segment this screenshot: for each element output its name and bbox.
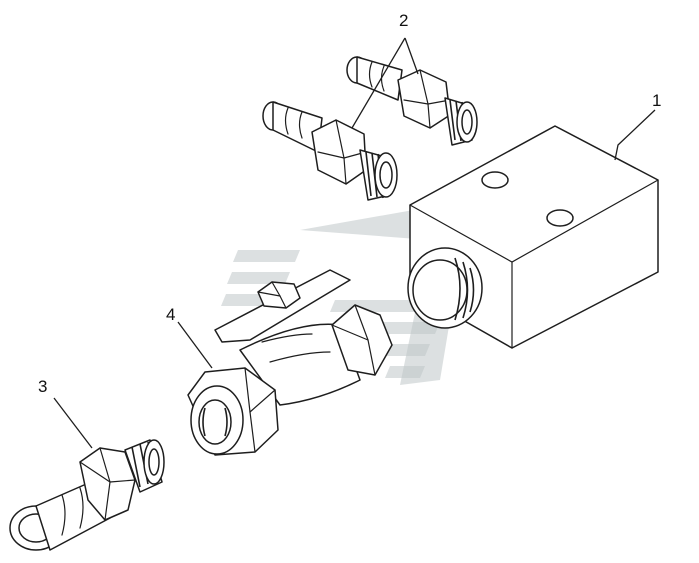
- callout-2: 2: [399, 11, 408, 30]
- part-2-hose-barb-nipple-upper: [346, 56, 478, 146]
- part-3-hose-barb-fitting: [9, 439, 165, 551]
- part-1-manifold-block: [407, 125, 659, 349]
- callout-3: 3: [38, 377, 47, 396]
- leader-3: [53, 397, 93, 449]
- callout-4: 4: [166, 305, 175, 324]
- leader-lines: [53, 37, 656, 449]
- part-4-ball-valve: [187, 269, 393, 456]
- leader-2a: [351, 37, 406, 129]
- leader-2b: [404, 37, 419, 75]
- callout-1: 1: [652, 91, 661, 110]
- part-2-hose-barb-nipple-lower: [262, 101, 398, 201]
- leader-1: [614, 109, 656, 161]
- leader-4: [177, 321, 213, 369]
